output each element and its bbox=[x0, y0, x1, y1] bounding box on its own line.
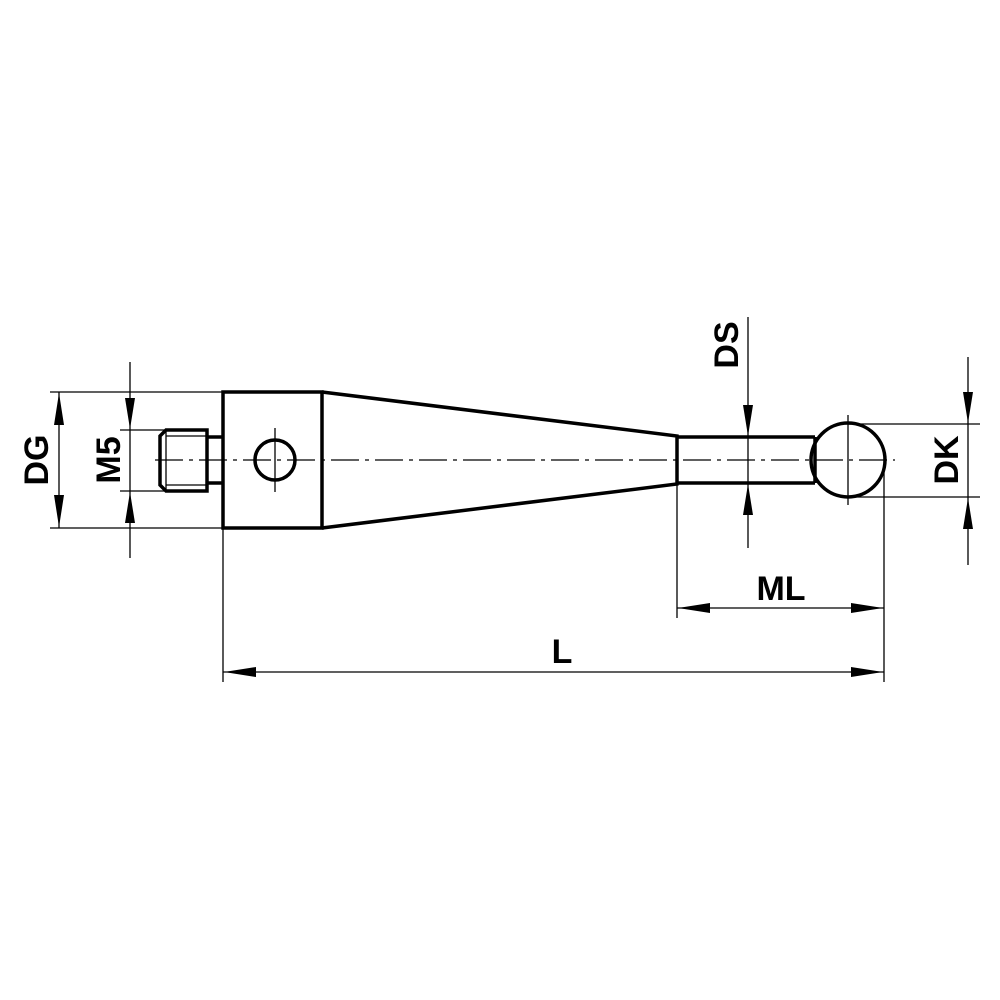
dg-label: DG bbox=[18, 435, 56, 486]
dimension-dk: DK bbox=[848, 357, 980, 565]
l-label: L bbox=[552, 633, 573, 671]
m5-label: M5 bbox=[90, 436, 128, 483]
dimension-ds: DS bbox=[708, 317, 753, 548]
dimension-m5: M5 bbox=[90, 362, 166, 558]
thread-neck bbox=[207, 435, 223, 485]
stylus-part bbox=[155, 390, 895, 530]
dimension-ml: ML bbox=[677, 570, 884, 613]
dimension-dg: DG bbox=[18, 391, 223, 529]
dk-label: DK bbox=[928, 435, 966, 485]
ds-label: DS bbox=[708, 321, 746, 368]
dimension-l: L bbox=[223, 633, 884, 677]
ml-label: ML bbox=[756, 570, 805, 608]
